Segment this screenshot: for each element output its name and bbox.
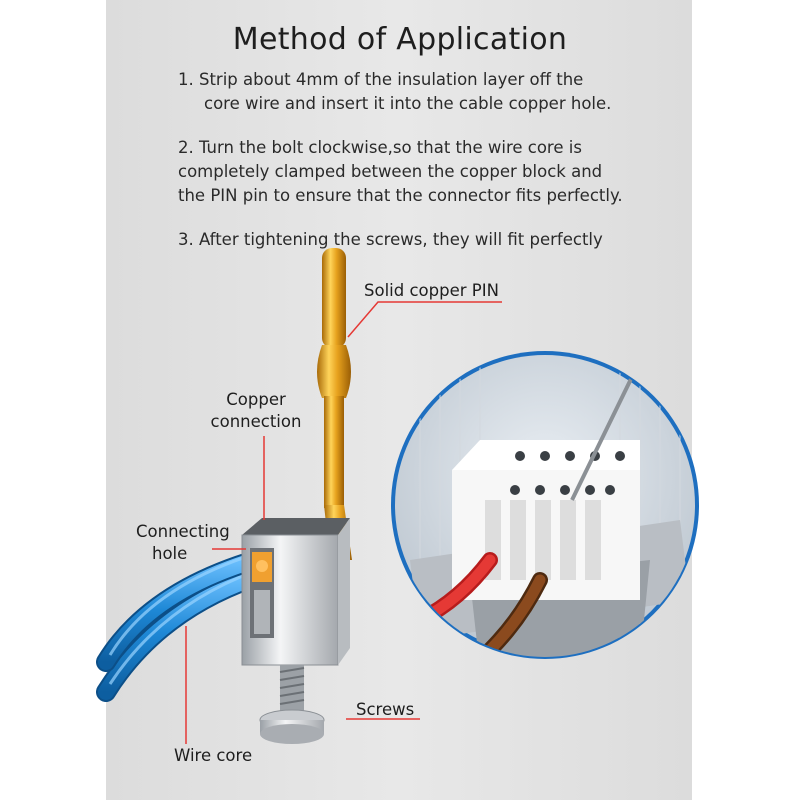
step-3-line-1: 3. After tightening the screws, they wil… (178, 230, 603, 249)
label-screws: Screws (356, 700, 415, 719)
label-connecting-hole: Connecting hole (136, 521, 230, 565)
step-2-line-3: the PIN pin to ensure that the connector… (178, 186, 623, 205)
step-2-line-2: completely clamped between the copper bl… (178, 162, 603, 181)
step-1-line-2: core wire and insert it into the cable c… (204, 94, 612, 113)
zoom-detail (391, 351, 699, 659)
callout-lines (185, 301, 502, 744)
label-solid-copper-pin: Solid copper PIN (364, 281, 499, 300)
step-2-line-1: 2. Turn the bolt clockwise,so that the w… (178, 138, 582, 157)
page-title: Method of Application (232, 22, 568, 57)
copper-connection-block (241, 518, 350, 666)
screw (259, 665, 325, 744)
pin-callout-line (347, 301, 502, 338)
label-copper-line-1: Copper (226, 390, 286, 409)
label-wire-core: Wire core (174, 746, 253, 765)
step-1-line-1: 1. Strip about 4mm of the insulation lay… (178, 70, 584, 89)
copper-pin (317, 248, 352, 560)
label-hole-line-1: Connecting (136, 522, 230, 541)
label-copper-connection: Copper connection (206, 389, 306, 433)
step-2: 2. Turn the bolt clockwise,so that the w… (178, 136, 623, 208)
step-3: 3. After tightening the screws, they wil… (178, 228, 603, 252)
label-copper-line-2: connection (210, 412, 302, 431)
label-hole-line-2: hole (152, 544, 188, 563)
step-1: 1. Strip about 4mm of the insulation lay… (178, 68, 611, 116)
